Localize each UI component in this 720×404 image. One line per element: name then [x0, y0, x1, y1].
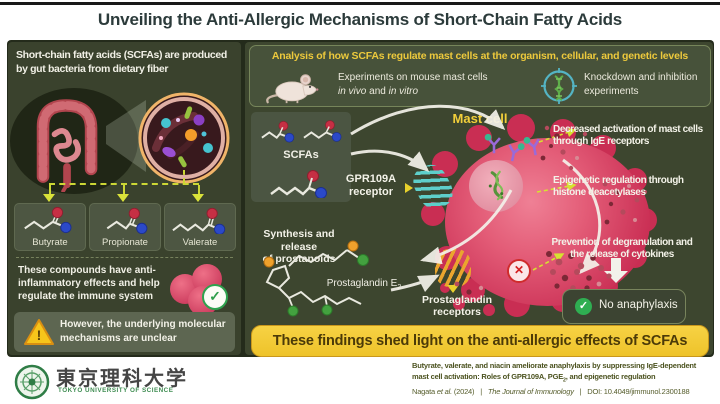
connector-line — [49, 183, 199, 185]
pg-receptors-line2: receptors — [433, 306, 481, 319]
page-title: Unveiling the Anti-Allergic Mechanisms o… — [97, 10, 623, 29]
logo-english-text: TOKYO UNIVERSITY OF SCIENCE — [58, 387, 174, 394]
scfas-box: SCFAs — [251, 112, 351, 202]
check-icon: ✓ — [202, 284, 228, 310]
main-panel: Analysis of how SCFAs regulate mast cell… — [245, 42, 713, 357]
pge2-subscript: 2 — [397, 284, 402, 291]
molecule-card: Propionate — [89, 203, 161, 251]
prostaglandin-receptors-label: Prostaglandin receptors — [407, 294, 507, 318]
warning-text: However, the underlying molecular mechan… — [60, 319, 226, 344]
no-anaphylaxis-label: No anaphylaxis — [599, 299, 678, 311]
down-arrow-icon — [604, 258, 628, 283]
citation-etal: et al. — [436, 386, 452, 396]
molecule-card: Butyrate — [14, 203, 86, 251]
dna-circle-icon — [541, 68, 577, 104]
outcome-epigenetic: Epigenetic regulation through histone de… — [553, 175, 684, 198]
knockdown-caption: Knockdown and inhibition experiments — [584, 72, 698, 97]
ige-receptor-icon — [484, 133, 501, 154]
gpr-line2: receptor — [348, 185, 394, 198]
mouse-icon — [266, 74, 319, 104]
citation-year: (2024) — [453, 386, 475, 396]
divider — [16, 257, 233, 258]
ige-receptor-icon — [508, 143, 525, 162]
chromatin-icon — [488, 170, 504, 201]
molecule-card: Valerate — [164, 203, 236, 251]
citation-line2-subscript: 2 — [563, 377, 566, 384]
receptor-pointer-icon — [447, 285, 459, 293]
connector-line — [123, 185, 125, 195]
citation-separator: | — [579, 386, 582, 396]
butyrate-molecule-icon — [24, 206, 72, 234]
mouse-caption-and: and — [366, 85, 389, 97]
conclusion-banner: These findings shed light on the anti-al… — [251, 325, 709, 357]
warning-icon: ! — [24, 319, 54, 345]
immune-cells-icon: ✓ — [170, 264, 234, 318]
left-panel: Short-chain fatty acids (SCFAs) are prod… — [8, 42, 241, 355]
content-area: Short-chain fatty acids (SCFAs) are prod… — [7, 40, 714, 357]
intestine-icon — [36, 99, 98, 192]
mouse-caption-main: Experiments on mouse mast cells — [338, 72, 488, 83]
pge2-label: Prostaglandin E2 — [309, 278, 419, 291]
citation: Butyrate, valerate, and niacin ameliorat… — [412, 360, 714, 397]
pge2-base: Prostaglandin E — [326, 278, 398, 289]
arrow-down-icon — [117, 194, 129, 202]
outcome-ige: Decreased activation of mast cells throu… — [553, 124, 703, 147]
citation-source-line: Nagata et al. (2024) | The Journal of Im… — [412, 386, 714, 397]
molecule-label: Propionate — [102, 237, 148, 248]
pg-receptors-line1: Prostaglandin — [421, 294, 492, 306]
arrow-down-icon — [192, 194, 204, 202]
mouse-caption-invitro: in vitro — [388, 85, 419, 97]
warning-box: ! However, the underlying molecular mech… — [14, 312, 235, 352]
benefit-text: These compounds have anti-inflammatory e… — [18, 265, 160, 302]
citation-title-line2: mast cell activation: Roles of GPR109A, … — [412, 371, 714, 385]
footer: 東京理科大学 TOKYO UNIVERSITY OF SCIENCE Butyr… — [0, 357, 720, 404]
mast-cell-nucleus — [469, 160, 523, 212]
mouse-caption: Experiments on mouse mast cells in vivo … — [338, 71, 498, 98]
synthesis-label: Synthesis and release of prostanoids — [247, 228, 351, 266]
molecule-label: Valerate — [182, 237, 218, 248]
citation-doi: DOI: 10.4049/jimmunol.2300188 — [587, 386, 690, 396]
analysis-panel: Analysis of how SCFAs regulate mast cell… — [249, 45, 711, 107]
citation-line2a: mast cell activation: Roles of GPR109A, … — [412, 372, 564, 382]
pge2-structure-icon — [263, 240, 369, 317]
scfa-molecule-icon — [303, 120, 342, 142]
left-panel-heading: Short-chain fatty acids (SCFAs) are prod… — [16, 49, 227, 75]
propionate-molecule-icon — [106, 207, 148, 234]
connector-line — [198, 185, 200, 195]
top-rule — [0, 2, 720, 5]
citation-separator: | — [480, 386, 482, 396]
scfa-molecule-icon — [261, 120, 295, 143]
arrow-down-icon — [43, 194, 55, 202]
valerate-molecule-icon — [172, 207, 226, 234]
conclusion-banner-text: These findings shed light on the anti-al… — [272, 333, 688, 349]
university-emblem-icon — [14, 364, 50, 400]
molecule-label: Butyrate — [32, 237, 68, 248]
red-x-icon: ✕ — [507, 259, 531, 283]
magnifier-beam — [106, 100, 146, 172]
gpr-line1: GPR109A — [345, 173, 397, 185]
scfas-label: SCFAs — [283, 149, 319, 161]
connector-line — [183, 170, 185, 183]
mouse-caption-invivo: in vivo — [338, 85, 367, 97]
warning-glyph: ! — [37, 327, 42, 343]
ige-receptor-icon — [523, 136, 540, 156]
check-icon: ✓ — [575, 298, 592, 315]
citation-line2b: , and epigenetic regulation — [565, 372, 656, 382]
analysis-heading: Analysis of how SCFAs regulate mast cell… — [271, 50, 689, 62]
citation-journal: The Journal of Immunology — [487, 386, 574, 396]
diagram-arrows-and-granules — [350, 104, 647, 300]
gpr-pointer-icon — [405, 183, 413, 193]
gpr109a-receptor-label: GPR109A receptor — [337, 173, 405, 198]
university-logo: 東京理科大学 TOKYO UNIVERSITY OF SCIENCE — [14, 361, 234, 403]
citation-authors: Nagata — [412, 386, 435, 396]
citation-title-line1: Butyrate, valerate, and niacin ameliorat… — [412, 361, 697, 370]
scfa-molecule-icon — [270, 170, 327, 198]
synthesis-line2: of prostanoids — [262, 253, 336, 266]
gut-bacteria-magnifier-icon — [138, 92, 230, 184]
connector-line — [49, 185, 51, 195]
no-anaphylaxis-box: ✓ No anaphylaxis — [562, 289, 686, 324]
logo-japanese-text: 東京理科大学 — [56, 368, 188, 390]
outcome-degranulation: Prevention of degranulation and the rele… — [551, 237, 693, 260]
synthesis-line1: Synthesis and release — [263, 228, 335, 253]
